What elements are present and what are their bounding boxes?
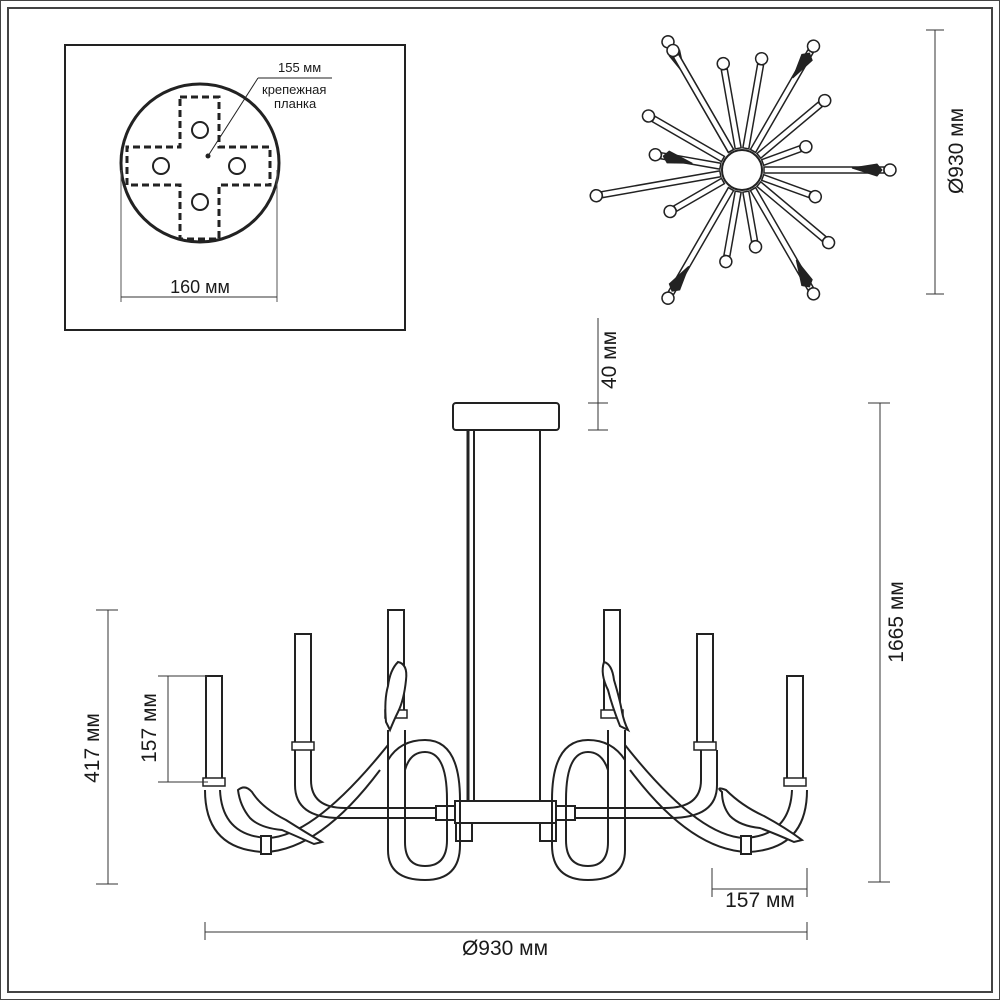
top-view-bird	[795, 259, 813, 288]
canopy-height-label: 40 мм	[598, 331, 621, 389]
top-view-arms	[589, 35, 897, 305]
top-view-arm	[741, 51, 769, 150]
arm-loop-inner-right	[551, 730, 626, 882]
bracket-label-line2: планка	[274, 96, 317, 111]
candle	[291, 633, 315, 751]
bird-inner-right	[601, 660, 631, 733]
top-view-arm	[755, 93, 832, 160]
top-view-diameter-label: Ø930 мм	[945, 108, 968, 194]
top-view-hub	[721, 149, 763, 191]
bird-inner-left	[384, 660, 408, 733]
top-view-arm	[648, 147, 722, 171]
top-view-arm	[719, 190, 743, 269]
arm-middle-right	[664, 750, 718, 819]
top-view-bird	[662, 150, 693, 164]
bird-outer-right	[718, 787, 805, 844]
top-view-arm	[716, 56, 743, 150]
mount-plate-detail: 155 мм крепежная планка 160 мм	[64, 44, 406, 331]
top-view-bird	[851, 163, 883, 177]
screw-hole-right	[228, 157, 246, 175]
bracket-label-line1: крепежная	[262, 82, 326, 97]
arm-loop-inner-left	[387, 730, 461, 882]
arm-loop-inner-right-b	[565, 730, 609, 868]
top-view-arm	[749, 186, 821, 301]
candle-height-label: 157 мм	[138, 693, 161, 763]
detail-box	[64, 44, 406, 331]
top-view-arm	[741, 190, 763, 254]
top-view-bird	[792, 52, 813, 79]
side-view-dimensions	[96, 318, 890, 940]
top-view-arm	[755, 180, 836, 250]
side-diameter-label: Ø930 мм	[462, 937, 548, 960]
leader-line	[207, 77, 259, 157]
bird-outer-left	[236, 786, 325, 846]
width-label: 160 мм	[170, 277, 230, 297]
hub-collar-left	[435, 805, 456, 821]
top-view-arm	[663, 177, 726, 219]
top-view-arm	[763, 163, 897, 177]
top-view	[589, 35, 897, 305]
top-view-arm	[661, 186, 735, 305]
screw-hole-top	[191, 121, 209, 139]
candle	[202, 675, 226, 787]
arm-outer-left-collar	[260, 835, 272, 855]
top-view-arm	[760, 139, 813, 167]
top-view-arm	[589, 169, 722, 203]
inner-frame	[7, 7, 993, 993]
top-view-bird	[668, 265, 690, 292]
center-hub	[454, 800, 557, 824]
candle	[693, 633, 717, 751]
hub-bottom-stub-left	[455, 822, 473, 842]
candle-group	[202, 609, 807, 787]
top-view-arm	[641, 109, 726, 163]
mounting-bracket-cross	[125, 95, 272, 241]
candle	[783, 675, 807, 787]
mount-plate-circle	[119, 82, 281, 244]
body-height-label: 417 мм	[81, 713, 104, 783]
total-height-label: 1665 мм	[885, 581, 908, 662]
hub-bottom-stub-right	[539, 822, 557, 842]
top-view-arm	[749, 39, 821, 154]
side-view	[202, 402, 808, 882]
arm-loop-inner-left-b	[404, 730, 448, 868]
screw-hole-bottom	[191, 193, 209, 211]
arm-offset-label: 157 мм	[725, 889, 795, 912]
arm-middle-left	[294, 750, 346, 819]
top-view-arm	[666, 43, 735, 154]
arm-outer-right-collar	[740, 835, 752, 855]
canopy	[452, 402, 560, 431]
plate-diameter-label: 155 мм	[278, 60, 321, 75]
arm-horizontal-right	[575, 807, 670, 819]
screw-hole-left	[152, 157, 170, 175]
top-view-arm	[760, 173, 823, 204]
